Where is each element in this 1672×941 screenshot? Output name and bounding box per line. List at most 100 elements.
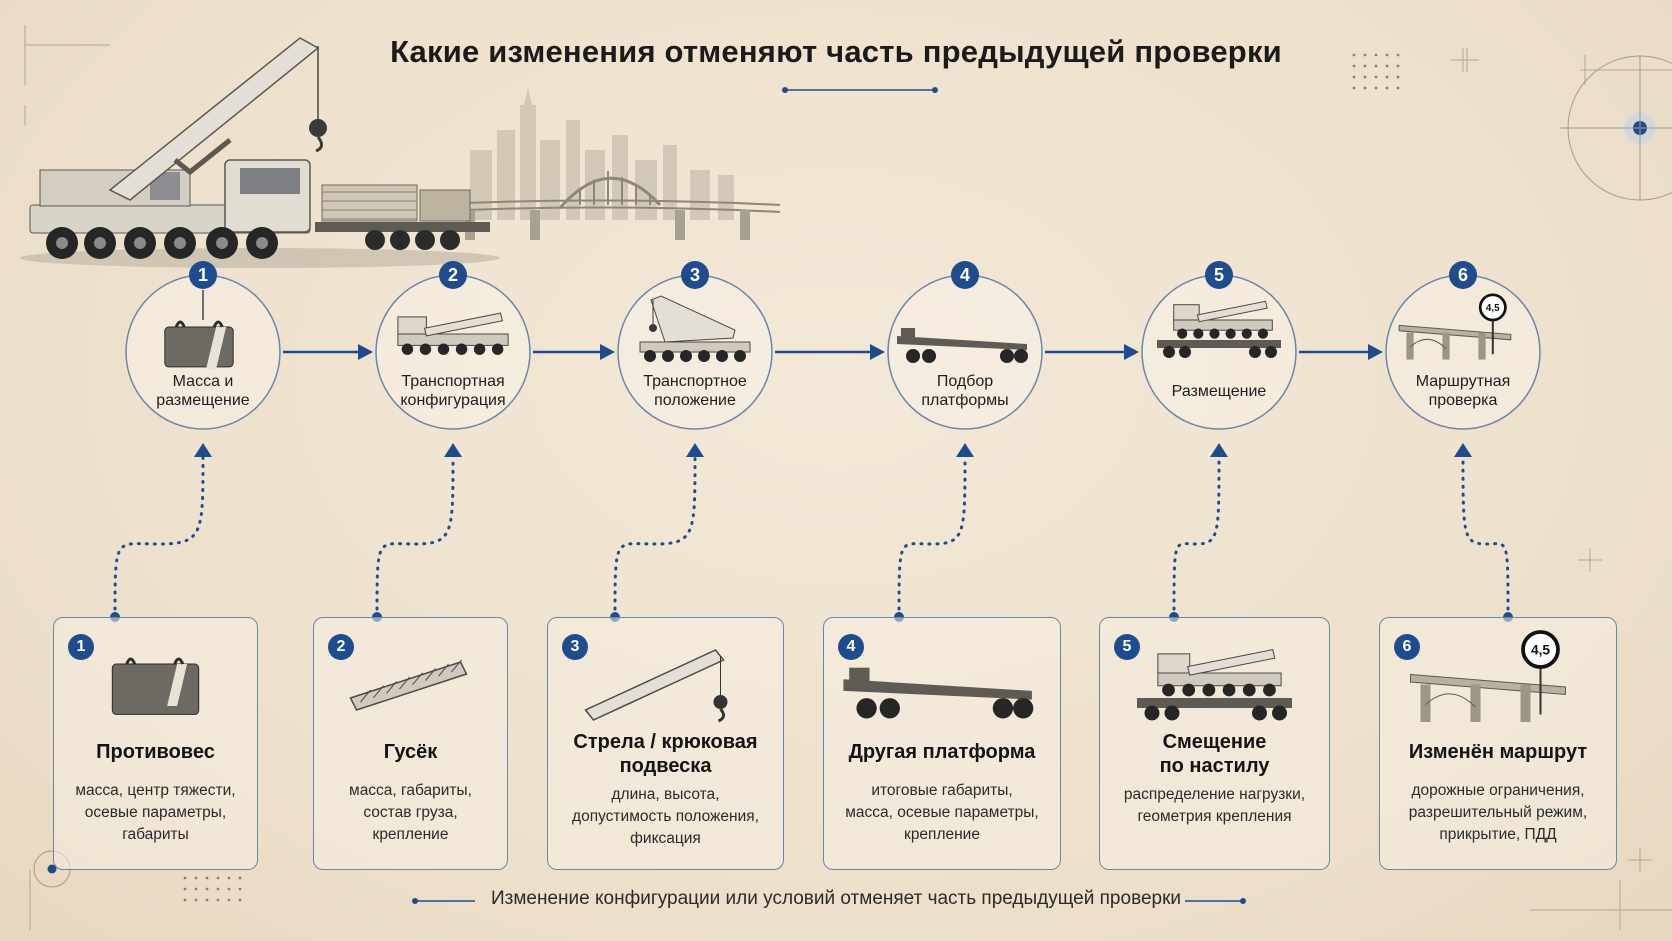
flow-arrow: [283, 344, 373, 360]
card-badge-6: 6: [1394, 634, 1420, 660]
crane-boom-icon: [108, 37, 327, 201]
dotted-connector: [610, 443, 704, 622]
card-desc-4: итоговые габариты, масса, осевые параметр…: [824, 780, 1060, 846]
footer-line: [412, 898, 1246, 904]
stage-label-2: Транспортная конфигурация: [373, 372, 533, 410]
trailer-icon: [897, 328, 1028, 363]
card-desc-line: длина, высота,: [611, 786, 720, 803]
crane-truck-icon: [397, 312, 509, 355]
stage-label-6: Маршрутная проверка: [1383, 372, 1543, 410]
stage-label-4: Подбор платформы: [885, 372, 1045, 410]
card-desc-line: масса, осевые параметры,: [845, 804, 1039, 821]
flow-arrow: [533, 344, 615, 360]
dotted-connector: [1169, 443, 1228, 622]
card-desc-line: дорожные ограничения,: [1411, 782, 1585, 799]
height-limit-sign-value: 4,5: [1486, 303, 1500, 314]
stage-label-line: платформы: [921, 392, 1009, 409]
card-desc-line: осевые параметры,: [84, 804, 227, 821]
dotted-connector: [1454, 443, 1513, 622]
card-desc-line: итоговые габариты,: [871, 782, 1013, 799]
stage-label-line: Транспортная: [401, 373, 505, 390]
crane-boom-icon: [639, 295, 751, 362]
footer-caption: Изменение конфигурации или условий отмен…: [490, 888, 1182, 909]
crane-truck-icon: [29, 159, 311, 259]
flow-arrow: [775, 344, 885, 360]
stage-node-5: [1141, 274, 1297, 430]
card-desc-2: масса, габариты, состав груза, крепление: [314, 780, 507, 846]
stage-label-line: Транспортное: [643, 373, 747, 390]
counterweight-icon: [111, 657, 200, 715]
decor-dot-small: [47, 864, 57, 874]
stage-label-line: проверка: [1428, 392, 1498, 409]
stage-label-line: Подбор: [936, 373, 994, 390]
card-badge-3: 3: [562, 634, 588, 660]
weight-icon: [164, 290, 234, 369]
stage-node-1: [125, 274, 281, 430]
card-title-line: подвеска: [619, 755, 712, 777]
stage-label-line: размещение: [156, 392, 250, 409]
platform-icon: [843, 667, 1034, 719]
card-title-line: Изменён маршрут: [1408, 741, 1588, 763]
stage-label-line: Размещение: [1171, 383, 1267, 400]
card-desc-line: разрешительный режим,: [1408, 804, 1588, 821]
stage-badge-4: 4: [951, 261, 979, 289]
stage-badge-6: 6: [1449, 261, 1477, 289]
card-title-1: Противовес: [54, 740, 257, 764]
card-desc-3: длина, высота, допустимость положения, фик…: [548, 784, 783, 850]
card-desc-line: габариты: [122, 826, 189, 843]
stage-label-1: Масса и размещение: [123, 372, 283, 410]
card-title-line: Другая платформа: [848, 741, 1036, 763]
card-title-line: по настилу: [1159, 755, 1270, 777]
stage-node-2: [375, 274, 531, 430]
card-desc-line: крепление: [904, 826, 980, 843]
boom-hook-icon: [584, 649, 728, 723]
card-badge-5: 5: [1114, 634, 1140, 660]
card-title-line: Смещение: [1162, 731, 1267, 753]
dotted-connector: [372, 443, 462, 622]
card-desc-line: допустимость положения,: [572, 808, 759, 825]
stage-badge-3: 3: [681, 261, 709, 289]
shifted-crane-icon: [1137, 649, 1292, 721]
hero-crane-truck-illustration: [20, 37, 781, 268]
route-bridge-icon: 4,5: [1410, 630, 1566, 722]
height-limit-sign-value: 4,5: [1531, 643, 1550, 658]
card-desc-line: масса, центр тяжести,: [75, 782, 236, 799]
card-title-6: Изменён маршрут: [1380, 740, 1616, 764]
flow-arrow: [1299, 344, 1383, 360]
stage-label-line: Маршрутная: [1415, 373, 1511, 390]
title-underline: [782, 87, 938, 93]
jib-icon: [349, 659, 468, 711]
card-desc-line: состав груза,: [363, 804, 458, 821]
card-badge-2: 2: [328, 634, 354, 660]
page-title: Какие изменения отменяют часть предыдуще…: [390, 34, 1282, 69]
dotted-connector: [110, 443, 212, 622]
card-badge-4: 4: [838, 634, 864, 660]
card-desc-6: дорожные ограничения, разрешительный режи…: [1380, 780, 1616, 846]
card-title-line: Гусёк: [383, 741, 438, 763]
flow-arrow: [1045, 344, 1139, 360]
crane-on-trailer-icon: [1157, 300, 1281, 358]
card-title-4: Другая платформа: [824, 740, 1060, 764]
card-desc-line: геометрия крепления: [1137, 808, 1292, 825]
stage-label-line: Масса и: [172, 373, 234, 390]
card-desc-5: распределение нагрузки, геометрия креплен…: [1100, 784, 1329, 828]
stage-badge-2: 2: [439, 261, 467, 289]
stage-label-5: Размещение: [1139, 382, 1299, 401]
stage-badge-5: 5: [1205, 261, 1233, 289]
card-desc-line: распределение нагрузки,: [1123, 786, 1306, 803]
card-desc-line: фиксация: [630, 830, 701, 847]
card-desc-line: крепление: [372, 826, 449, 843]
card-title-line: Противовес: [96, 741, 215, 763]
card-desc-line: масса, габариты,: [349, 782, 472, 799]
card-title-2: Гусёк: [314, 740, 507, 764]
stage-label-line: конфигурация: [400, 392, 506, 409]
bridge-icon: 4,5: [1398, 293, 1512, 360]
